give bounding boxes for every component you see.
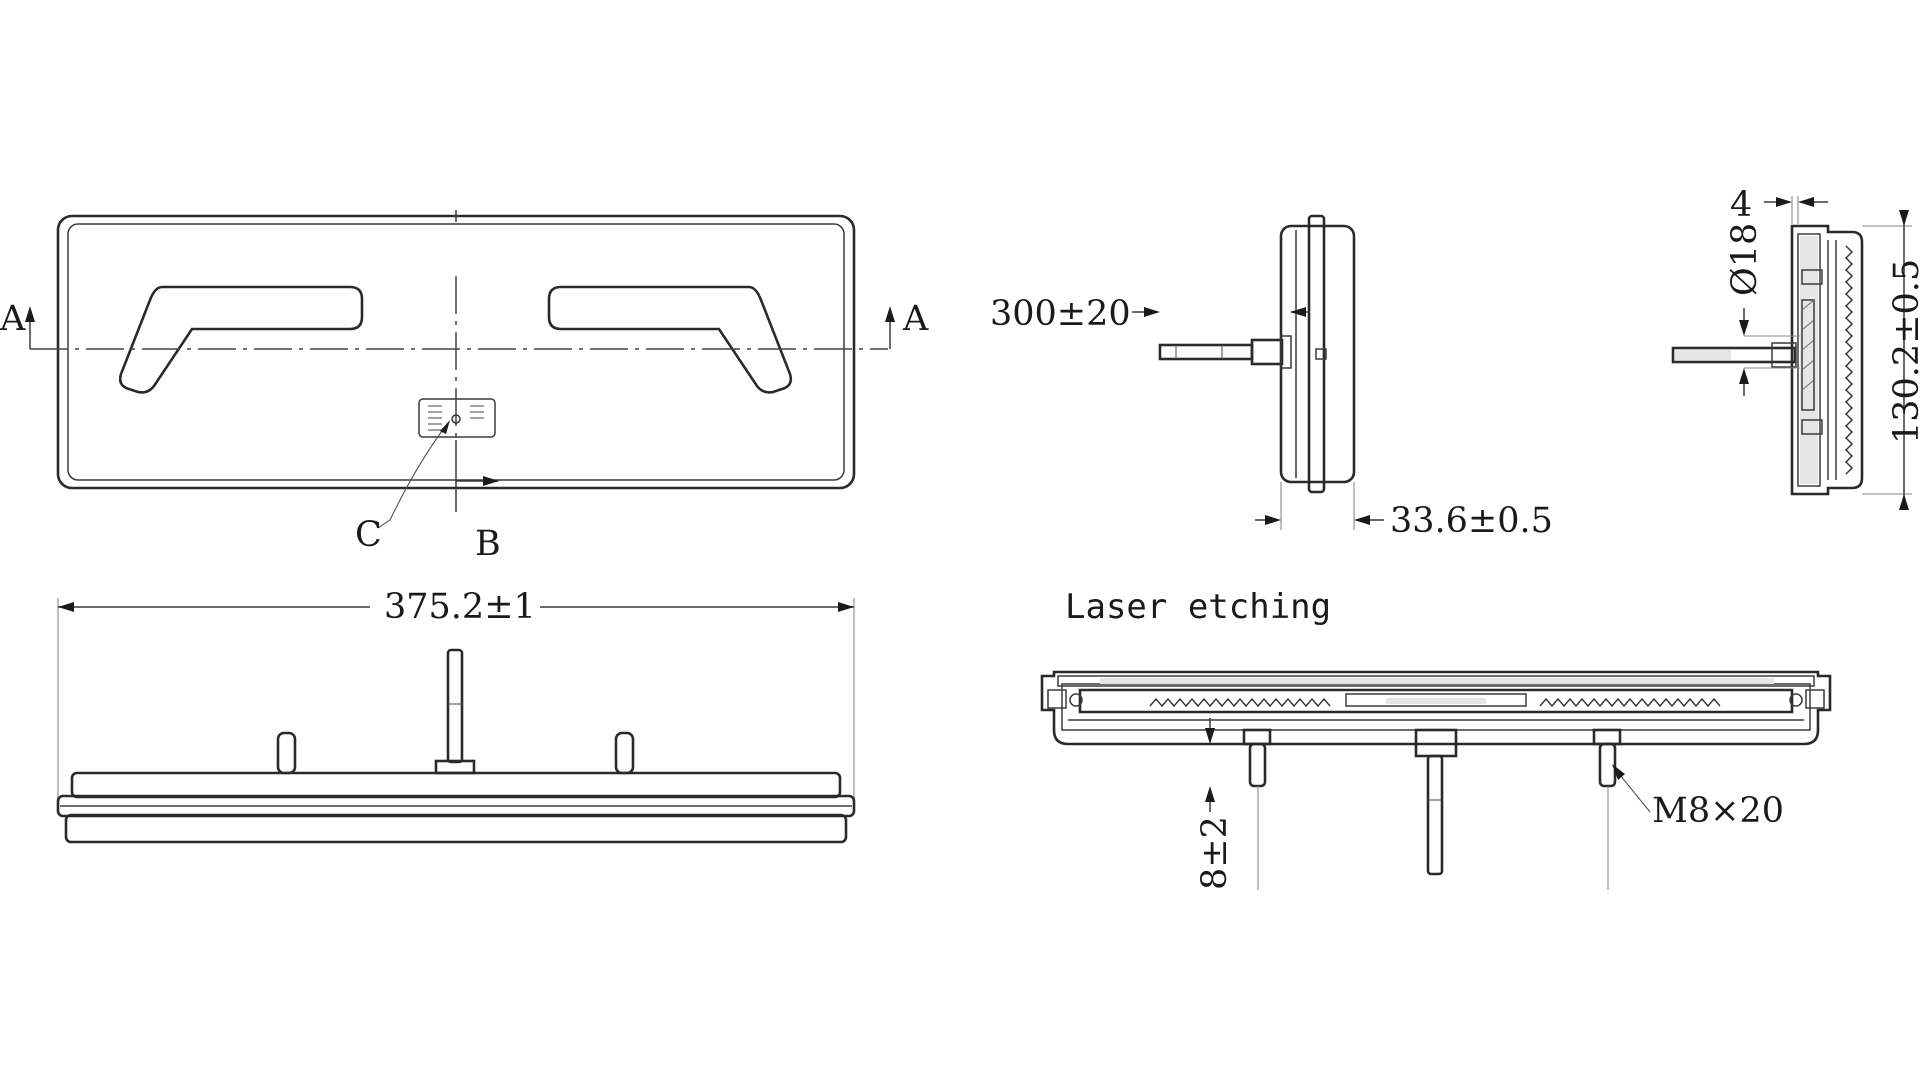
section-view: 4 Ø18 130.2±0.5 xyxy=(1671,185,1920,510)
bottom-view: 375.2±1 xyxy=(56,587,856,844)
laser-etching-label: Laser etching xyxy=(1065,587,1331,627)
offset-dimension: 4 xyxy=(1730,185,1752,225)
height-dimension: 130.2±0.5 xyxy=(1887,259,1920,444)
section-a-right-label: A xyxy=(902,299,929,339)
view-b-label: B xyxy=(475,524,501,564)
thread-label: M8×20 xyxy=(1652,791,1784,831)
detail-c-label: C xyxy=(355,515,382,555)
stud-protrusion-dimension: 8±2 xyxy=(1195,816,1235,890)
cable-length-dimension: 300±20 xyxy=(990,294,1131,334)
length-dimension: 375.2±1 xyxy=(384,587,536,627)
label-plate xyxy=(418,398,496,438)
section-a-left-label: A xyxy=(0,299,26,339)
right-lens xyxy=(547,285,793,394)
section-a-a: Laser etching 8± xyxy=(1040,587,1832,890)
depth-dimension: 33.6±0.5 xyxy=(1390,501,1553,541)
hole-diameter-dimension: Ø18 xyxy=(1725,223,1765,296)
left-lens xyxy=(118,285,364,394)
side-view: 300±20 33.6±0.5 xyxy=(990,214,1553,541)
front-view: A A B C xyxy=(0,210,929,564)
